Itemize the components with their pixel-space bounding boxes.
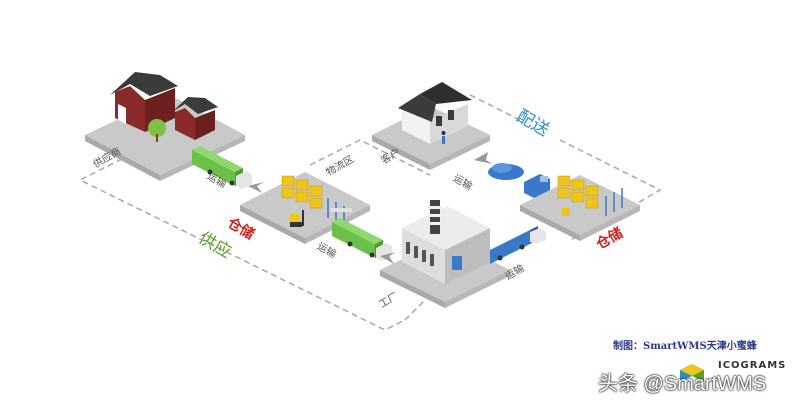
- supply-zone-outline: [78, 139, 431, 331]
- customer-house-icon: [372, 82, 490, 170]
- green-truck-icon: [192, 146, 252, 189]
- factory-icon: [380, 200, 510, 308]
- watermark-text: 头条 @SmartWMS: [598, 373, 767, 395]
- right-warehouse-icon: [520, 174, 640, 241]
- car-icon: [488, 163, 524, 180]
- flow-arrow-icon: [380, 252, 396, 264]
- brand-text: ICOGRAMS: [718, 360, 787, 371]
- credit-caption: 制图：SmartWMS天津小蜜蜂: [613, 341, 757, 352]
- icograms-logo-icon: [680, 364, 704, 382]
- blue-truck-icon: [490, 226, 546, 264]
- flow-arrow-icon: [248, 182, 264, 193]
- flow-arrow-icon: [474, 152, 492, 164]
- supplier-barn-icon: [85, 72, 245, 181]
